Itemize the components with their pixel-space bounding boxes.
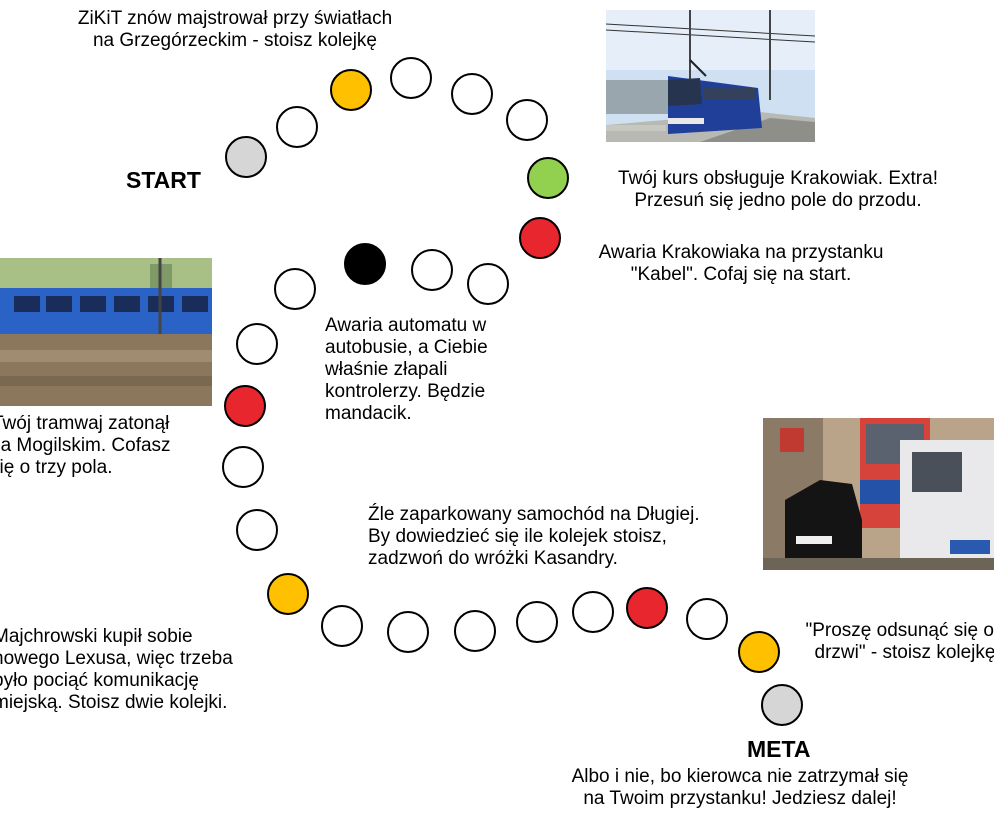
flooded-tram-photo <box>0 258 212 406</box>
caption-line: autobusie, a Ciebie <box>325 337 488 358</box>
board-field-21-neutral <box>516 601 558 643</box>
board-field-25-stop <box>738 631 780 673</box>
caption-line: Majchrowski kupił sobie <box>0 626 193 647</box>
caption-lexus: Majchrowski kupił sobie nowego Lexusa, w… <box>0 626 290 714</box>
board-field-11-fine <box>344 243 386 285</box>
caption-line: Awaria automatu w <box>325 315 487 336</box>
board-field-6-neutral <box>506 99 548 141</box>
caption-line: na Mogilskim. Cofasz <box>0 435 171 456</box>
caption-line: mandacik. <box>325 403 412 424</box>
caption-line: "Proszę odsunąć się od <box>805 620 994 641</box>
caption-doors: "Proszę odsunąć się od drzwi" - stoisz k… <box>780 620 994 664</box>
caption-line: Źle zaparkowany samochód na Długiej. <box>368 504 700 525</box>
caption-traffic-lights: ZiKiT znów majstrował przy światłach na … <box>40 8 430 52</box>
caption-line: Awaria Krakowiaka na przystanku <box>598 242 884 263</box>
board-field-2-neutral <box>276 106 318 148</box>
caption-line: miejską. Stoisz dwie kolejki. <box>0 692 228 713</box>
board-field-18-neutral <box>321 605 363 647</box>
start-label: START <box>126 167 201 193</box>
board-field-15-neutral <box>222 446 264 488</box>
parked-car-photo <box>763 418 994 570</box>
board-field-12-neutral <box>274 268 316 310</box>
board-field-8-back <box>519 217 561 259</box>
board-field-17-stop <box>267 573 309 615</box>
caption-line: na Twoim przystanku! Jedziesz dalej! <box>583 788 897 809</box>
board-field-23-back <box>626 587 668 629</box>
caption-line: było pociąć komunikację <box>0 670 199 691</box>
board-field-4-neutral <box>390 57 432 99</box>
caption-flooded-tram: Twój tramwaj zatonął na Mogilskim. Cofas… <box>0 413 230 479</box>
caption-line: się o trzy pola. <box>0 457 113 478</box>
caption-line: By dowiedzieć się ile kolejek stoisz, <box>368 526 667 547</box>
caption-line: Przesuń się jedno pole do przodu. <box>634 190 922 211</box>
board-field-16-neutral <box>236 509 278 551</box>
caption-finish: Albo i nie, bo kierowca nie zatrzymał si… <box>520 766 960 810</box>
board-field-1-start <box>225 136 267 178</box>
caption-line: drzwi" - stoisz kolejkę <box>814 642 994 663</box>
caption-ticket-machine: Awaria automatu w autobusie, a Ciebie wł… <box>325 315 488 425</box>
board-field-9-neutral <box>467 263 509 305</box>
caption-line: zadzwoń do wróżki Kasandry. <box>368 548 618 569</box>
board-field-19-neutral <box>387 611 429 653</box>
board-field-5-neutral <box>451 73 493 115</box>
caption-line: Twój kurs obsługuje Krakowiak. Extra! <box>618 168 938 189</box>
board-field-7-forward <box>527 157 569 199</box>
caption-line: ZiKiT znów majstrował przy światłach <box>77 8 393 29</box>
board-field-20-neutral <box>454 610 496 652</box>
caption-kabel-breakdown: Awaria Krakowiaka na przystanku "Kabel".… <box>556 242 926 286</box>
board-field-26-finish <box>761 684 803 726</box>
caption-line: Albo i nie, bo kierowca nie zatrzymał si… <box>571 766 909 787</box>
board-field-22-neutral <box>572 591 614 633</box>
caption-line: kontrolerzy. Będzie <box>325 381 486 402</box>
caption-line: na Grzegórzeckim - stoisz kolejkę <box>92 30 378 51</box>
board-field-14-back <box>224 385 266 427</box>
caption-dluga-parking: Źle zaparkowany samochód na Długiej. By … <box>368 504 700 570</box>
caption-krakowiak-forward: Twój kurs obsługuje Krakowiak. Extra! Pr… <box>568 168 988 212</box>
finish-label: META <box>747 736 811 762</box>
board-field-24-neutral <box>686 598 728 640</box>
caption-line: właśnie złapali <box>325 359 448 380</box>
caption-line: Twój tramwaj zatonął <box>0 413 170 434</box>
tram-bridge-photo <box>605 10 816 142</box>
board-field-13-neutral <box>236 323 278 365</box>
board-field-3-stop <box>330 69 372 111</box>
board-field-10-neutral <box>411 249 453 291</box>
caption-line: "Kabel". Cofaj się na start. <box>630 264 852 285</box>
caption-line: nowego Lexusa, więc trzeba <box>0 648 233 669</box>
